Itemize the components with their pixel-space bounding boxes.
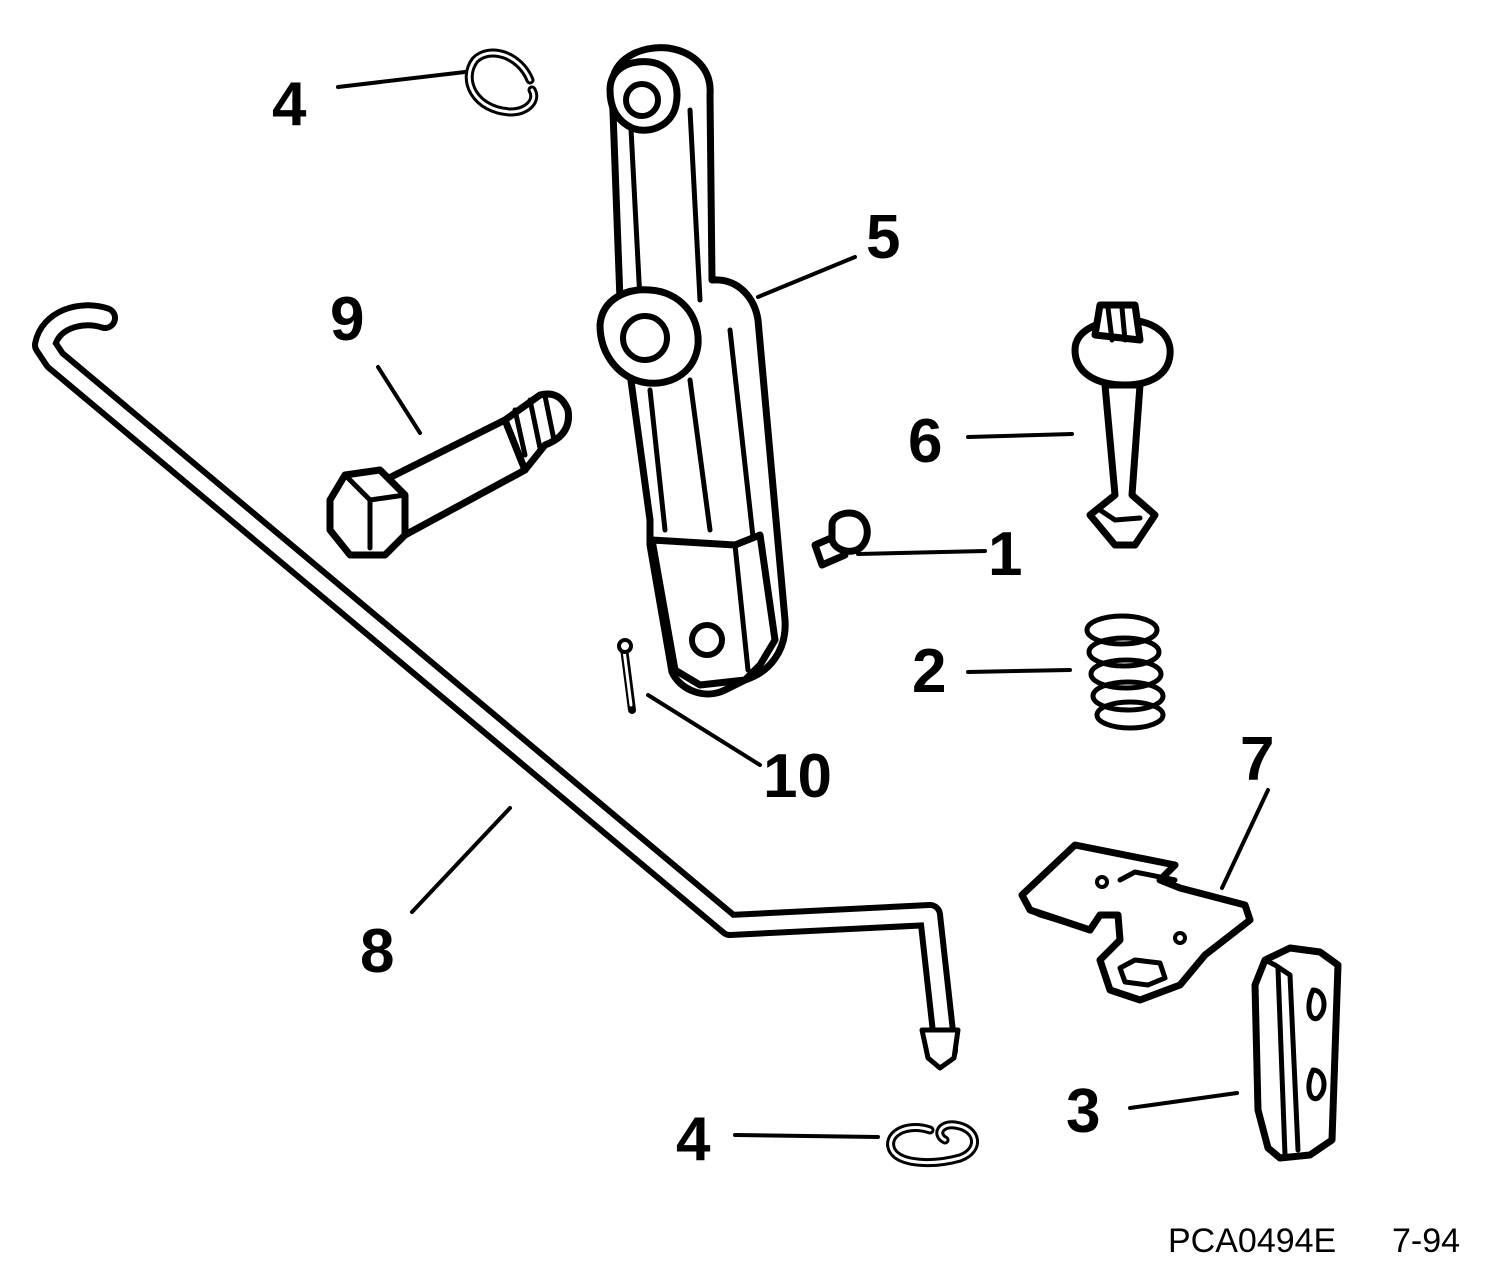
figure-reference: PCA0494E 7-94 <box>1168 1222 1460 1260</box>
leader-3 <box>1128 1091 1239 1110</box>
callout-8: 8 <box>360 917 394 986</box>
compression-spring <box>1084 613 1166 731</box>
throttle-arm <box>596 44 789 698</box>
small-screw <box>811 509 871 569</box>
leader-10 <box>646 693 762 767</box>
callout-10: 10 <box>763 742 832 811</box>
figure-code: PCA0494E <box>1168 1222 1336 1260</box>
leader-8 <box>410 806 512 914</box>
leader-1 <box>856 549 987 556</box>
callout-6: 6 <box>908 407 942 476</box>
e-clip-top <box>464 48 539 117</box>
callouts: 4 5 9 6 1 2 10 7 8 3 4 <box>272 70 1274 1174</box>
e-clip-bottom <box>886 1120 979 1167</box>
leader-4-bottom <box>733 1133 880 1139</box>
callout-7: 7 <box>1240 725 1274 794</box>
leader-2 <box>966 668 1072 674</box>
callout-5: 5 <box>866 203 900 272</box>
callout-2: 2 <box>912 637 946 706</box>
leader-4-top <box>336 70 467 89</box>
leader-lines <box>336 70 1270 1139</box>
callout-1: 1 <box>988 520 1022 589</box>
callout-4-bottom: 4 <box>676 1105 711 1174</box>
cotter-pin <box>617 638 636 714</box>
callout-4-top: 4 <box>272 70 307 139</box>
figure-date: 7-94 <box>1392 1222 1460 1260</box>
linkage-rod <box>32 302 961 1071</box>
leader-6 <box>966 432 1074 439</box>
callout-9: 9 <box>330 285 364 354</box>
shoulder-bolt <box>326 390 573 559</box>
callout-3: 3 <box>1066 1077 1100 1146</box>
leader-7 <box>1220 788 1270 890</box>
bracket-plate <box>1018 841 1254 1004</box>
leader-9 <box>376 365 422 435</box>
slide-block <box>1251 944 1342 1162</box>
leader-5 <box>756 255 857 299</box>
push-pin <box>1071 301 1174 549</box>
